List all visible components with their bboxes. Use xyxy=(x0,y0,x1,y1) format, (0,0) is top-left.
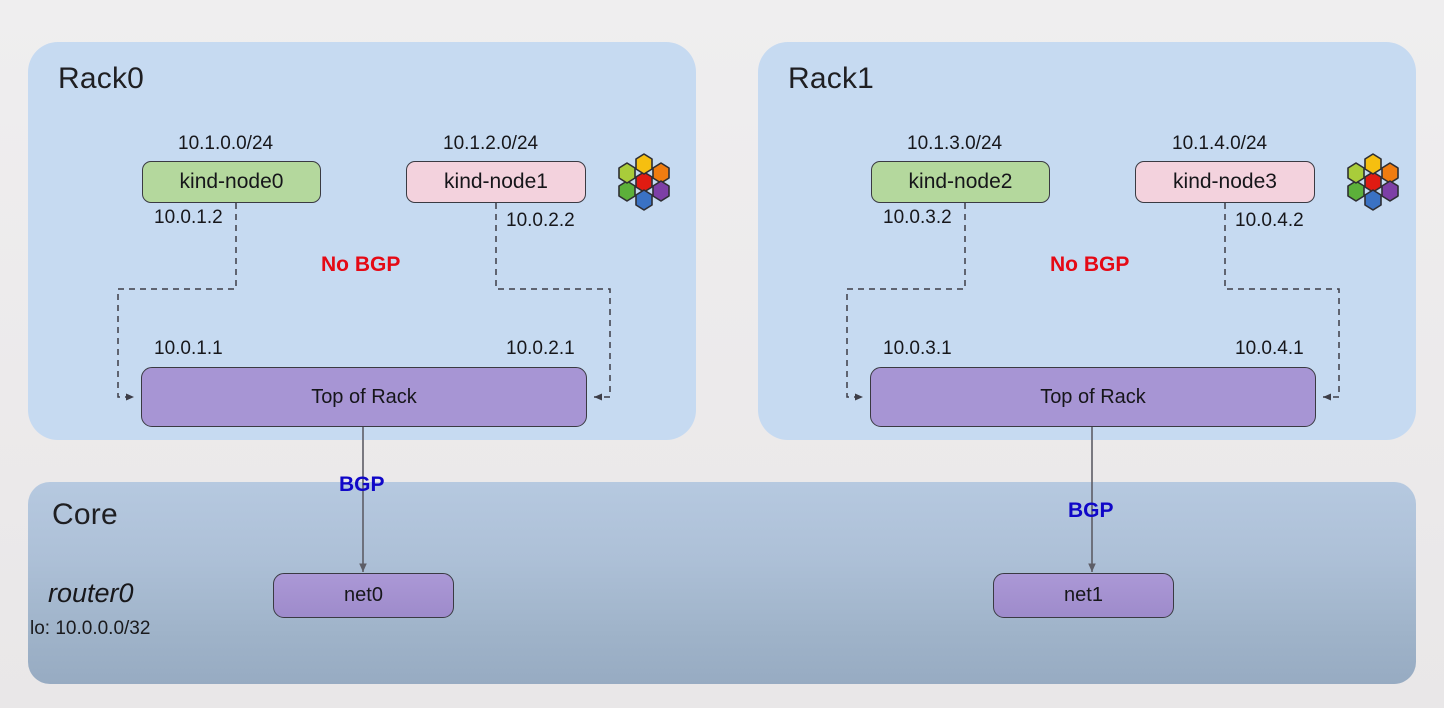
cluster-hexagons-icon-rack0 xyxy=(612,152,676,221)
net0-label: net0 xyxy=(344,584,383,606)
rack0-title: Rack0 xyxy=(58,62,145,95)
tor1-left-ip-label: 10.0.3.1 xyxy=(883,338,952,359)
node0-uplink-ip-label: 10.0.1.2 xyxy=(154,207,223,228)
node3-pod-cidr-label: 10.1.4.0/24 xyxy=(1172,133,1268,154)
top-of-rack-box-rack0[interactable]: Top of Rack xyxy=(141,367,587,427)
node2-name: kind-node2 xyxy=(908,170,1013,193)
node0-name: kind-node0 xyxy=(179,170,284,193)
node1-uplink-ip-label: 10.0.2.2 xyxy=(506,210,575,231)
node-box-kind-node0[interactable]: kind-node0 xyxy=(142,161,321,203)
hex-upper-right xyxy=(1381,162,1399,184)
tor0-left-ip-label: 10.0.1.1 xyxy=(154,338,223,359)
node2-uplink-ip-label: 10.0.3.2 xyxy=(883,207,952,228)
tor0-right-ip-label: 10.0.2.1 xyxy=(506,338,575,359)
core-title: Core xyxy=(52,498,118,531)
hex-lower-left xyxy=(618,180,636,202)
hex-bottom xyxy=(1364,189,1382,211)
hex-top xyxy=(1364,153,1382,175)
router-name-label: router0 xyxy=(48,578,134,608)
rack0-bgp-tag: BGP xyxy=(339,473,385,496)
hex-upper-left xyxy=(1347,162,1365,184)
router-loopback-label: lo: 10.0.0.0/32 xyxy=(30,618,151,639)
node-box-kind-node3[interactable]: kind-node3 xyxy=(1135,161,1315,203)
tor1-label: Top of Rack xyxy=(1040,385,1146,408)
hex-lower-right xyxy=(1381,180,1399,202)
hex-bottom xyxy=(635,189,653,211)
cluster-hexagons-icon-rack1 xyxy=(1341,152,1405,221)
net-box-net0[interactable]: net0 xyxy=(273,573,454,618)
node1-name: kind-node1 xyxy=(444,170,548,193)
rack1-bgp-tag: BGP xyxy=(1068,499,1114,522)
node0-pod-cidr-label: 10.1.0.0/24 xyxy=(178,133,274,154)
hex-upper-left xyxy=(618,162,636,184)
hex-center xyxy=(1364,171,1382,193)
hex-top xyxy=(635,153,653,175)
core-panel xyxy=(28,482,1416,684)
net-box-net1[interactable]: net1 xyxy=(993,573,1174,618)
rack1-title: Rack1 xyxy=(788,62,875,95)
node2-pod-cidr-label: 10.1.3.0/24 xyxy=(907,133,1003,154)
tor0-label: Top of Rack xyxy=(311,385,417,408)
node3-name: kind-node3 xyxy=(1173,170,1277,193)
hex-upper-right xyxy=(652,162,670,184)
tor1-right-ip-label: 10.0.4.1 xyxy=(1235,338,1304,359)
node1-pod-cidr-label: 10.1.2.0/24 xyxy=(443,133,539,154)
net1-label: net1 xyxy=(1064,584,1103,606)
rack1-no-bgp-tag: No BGP xyxy=(1050,253,1130,276)
hex-lower-right xyxy=(652,180,670,202)
top-of-rack-box-rack1[interactable]: Top of Rack xyxy=(870,367,1316,427)
node-box-kind-node1[interactable]: kind-node1 xyxy=(406,161,586,203)
node-box-kind-node2[interactable]: kind-node2 xyxy=(871,161,1050,203)
hex-lower-left xyxy=(1347,180,1365,202)
rack0-no-bgp-tag: No BGP xyxy=(321,253,401,276)
node3-uplink-ip-label: 10.0.4.2 xyxy=(1235,210,1304,231)
hex-center xyxy=(635,171,653,193)
